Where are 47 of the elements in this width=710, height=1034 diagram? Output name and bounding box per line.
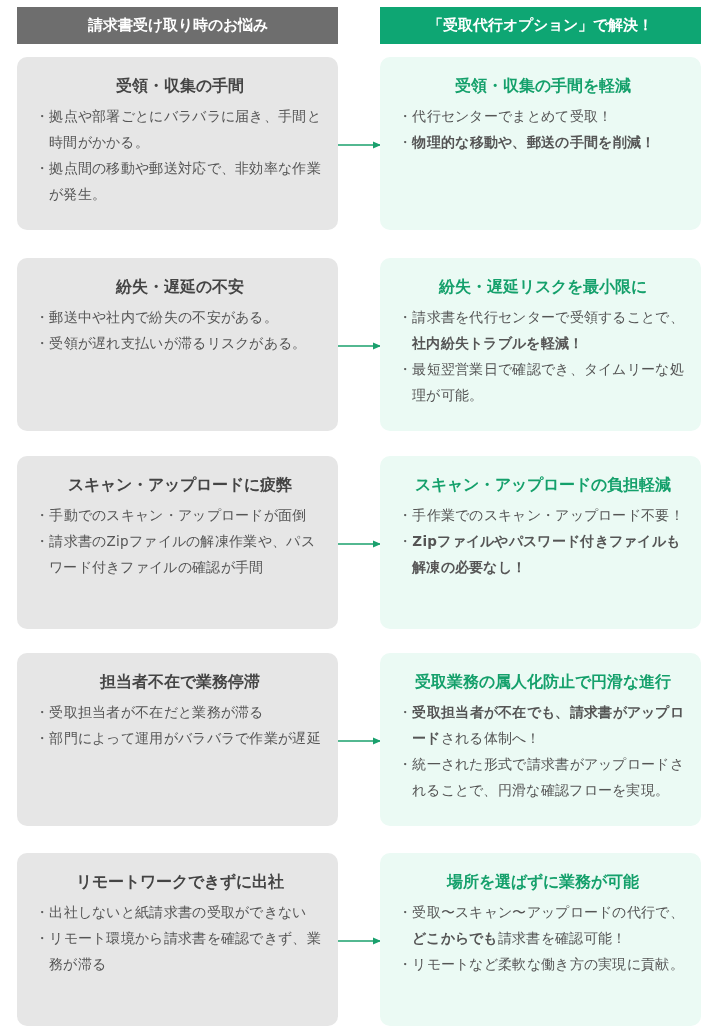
solution-card xyxy=(380,653,701,826)
bullet-item: ・代行センターでまとめて受取！ xyxy=(398,107,614,126)
solution-card xyxy=(380,456,701,629)
problem-card xyxy=(17,57,338,230)
column-header: 請求書受け取り時のお悩み xyxy=(17,7,338,44)
column-header: 「受取代行オプション」で解決！ xyxy=(380,7,701,44)
arrow xyxy=(337,937,381,945)
card-title: 紛失・遅延の不安 xyxy=(114,277,245,298)
arrow xyxy=(337,141,381,149)
problem-card xyxy=(17,258,338,431)
bullet-item: ・拠点間の移動や郵送対応で、非効率な作業が発生。 xyxy=(35,159,322,204)
bullet-item: ・手動でのスキャン・アップロードが面倒 xyxy=(35,506,308,525)
bullet-item: ・統一された形式で請求書がアップロードされることで、円滑な確認フローを実現。 xyxy=(398,755,685,800)
card-title: 受領・収集の手間を軽減 xyxy=(453,76,632,97)
bullet-item: ・出社しないと紙請求書の受取ができない xyxy=(35,903,308,922)
bullet-item: ・請求書を代行センターで受領することで、社内紛失トラブルを軽減！ xyxy=(398,308,685,353)
solution-card xyxy=(380,853,701,1026)
arrow xyxy=(337,540,381,548)
bullet-item: ・請求書のZipファイルの解凍作業や、パスワード付きファイルの確認が手間 xyxy=(35,532,316,577)
bullet-item: ・受取担当者が不在だと業務が滞る xyxy=(35,703,265,722)
bullet-item: ・Zipファイルやパスワード付きファイルも解凍の必要なし！ xyxy=(398,532,682,577)
bullet-item: ・物理的な移動や、郵送の手間を削減！ xyxy=(398,133,657,152)
bullet-item: ・リモートなど柔軟な働き方の実現に貢献。 xyxy=(398,955,685,974)
bullet-item: ・リモート環境から請求書を確認できず、業務が滞る xyxy=(35,929,322,974)
card-title: 受領・収集の手間 xyxy=(114,76,245,97)
bullet-item: ・受取〜スキャン〜アップロードの代行で、どこからでも請求書を確認可能！ xyxy=(398,903,685,948)
bullet-item: ・部門によって運用がバラバラで作業が遅延 xyxy=(35,729,322,748)
bullet-item: ・最短翌営業日で確認でき、タイムリーな処理が可能。 xyxy=(398,360,685,405)
bullet-item: ・受取担当者が不在でも、請求書がアップロードされる体制へ！ xyxy=(398,703,685,748)
problem-card xyxy=(17,853,338,1026)
card-title: スキャン・アップロードに疲弊 xyxy=(66,475,293,496)
bullet-item: ・受領が遅れ支払いが滞るリスクがある。 xyxy=(35,334,308,353)
card-title: 場所を選ばずに業務が可能 xyxy=(445,872,640,893)
card-title: 担当者不在で業務停滞 xyxy=(98,672,261,693)
solution-card xyxy=(380,258,701,431)
bullet-item: ・拠点や部署ごとにバラバラに届き、手間と時間がかかる。 xyxy=(35,107,322,152)
card-title: 紛失・遅延リスクを最小限に xyxy=(437,277,648,298)
bullet-item: ・手作業でのスキャン・アップロード不要！ xyxy=(398,506,685,525)
arrow xyxy=(337,737,381,745)
card-title: スキャン・アップロードの負担軽減 xyxy=(413,475,672,496)
problem-card xyxy=(17,653,338,826)
problem-card xyxy=(17,456,338,629)
card-title: リモートワークできずに出社 xyxy=(74,872,285,893)
solution-card xyxy=(380,57,701,230)
arrow xyxy=(337,342,381,350)
card-title: 受取業務の属人化防止で円滑な進行 xyxy=(413,672,672,693)
bullet-item: ・郵送中や社内で紛失の不安がある。 xyxy=(35,308,280,327)
